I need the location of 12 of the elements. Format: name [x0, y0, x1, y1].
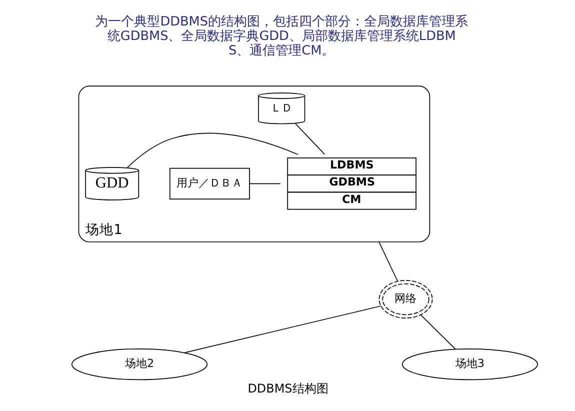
node-ellipse: 网络	[378, 280, 432, 318]
connector	[294, 123, 325, 155]
connector	[378, 241, 398, 282]
connector	[248, 183, 280, 184]
label: 为一个典型DDBMS的结构图，包括四个部分：全局数据库管理系统GDBMS、全局数据字典GDD、局部数据库管理系统LDBMS、通信管理CM。	[94, 14, 468, 58]
caption: DDBMS结构图	[247, 382, 328, 396]
connector	[420, 314, 456, 350]
connector	[184, 306, 381, 354]
node-box: 用户／ＤＢＡ	[168, 168, 250, 200]
connector	[126, 132, 298, 168]
node-ellipse: 场地2	[70, 348, 208, 380]
node-ellipse: 场地3	[401, 348, 538, 380]
